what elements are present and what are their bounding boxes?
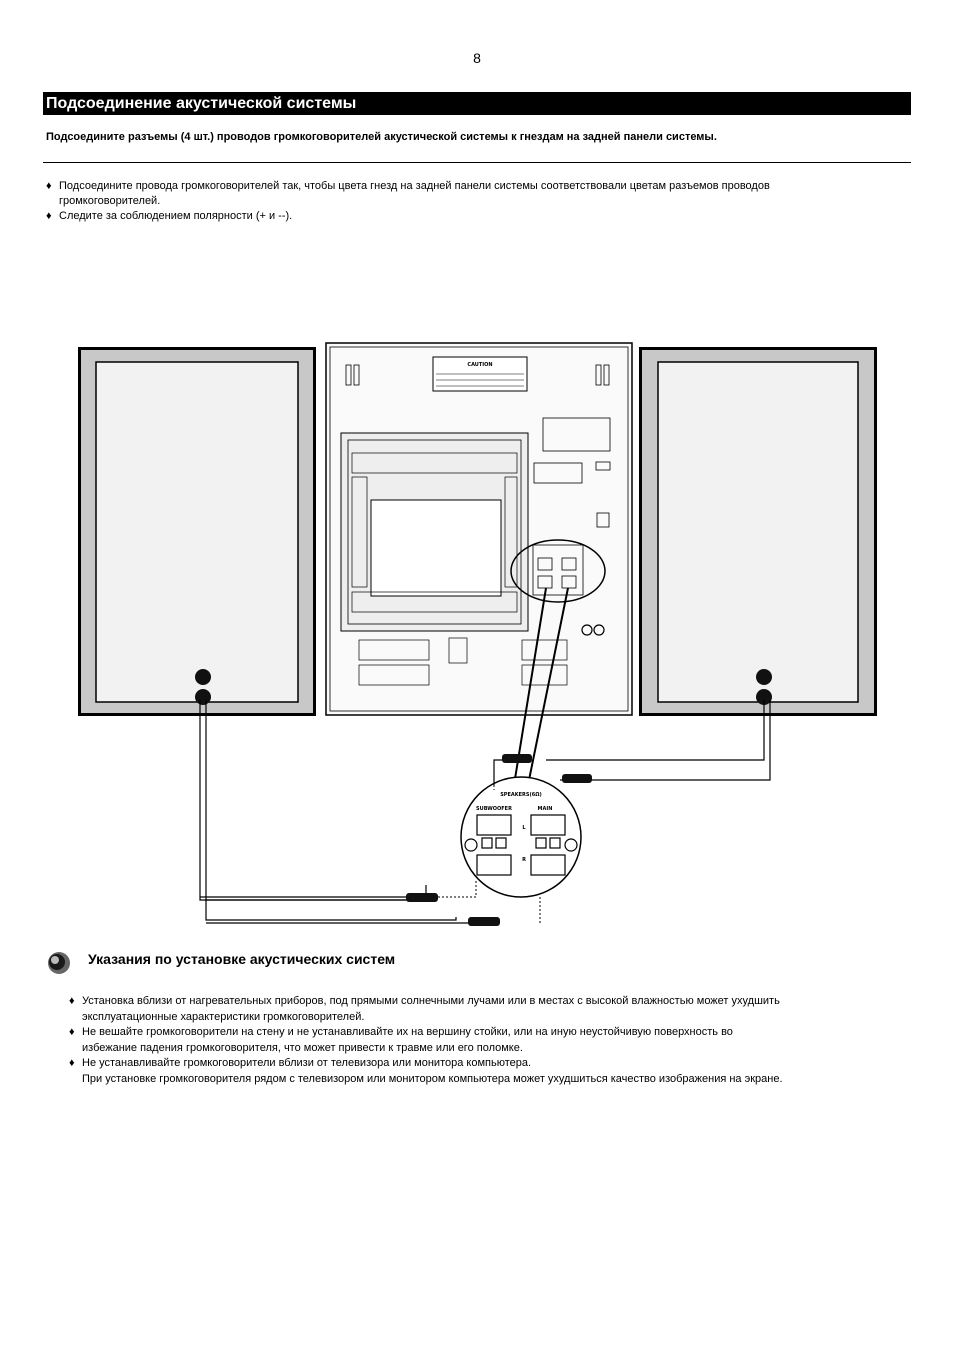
list-item: ♦ Установка вблизи от нагревательных при… [69, 994, 914, 1025]
list-item: ♦ Не устанавливайте громкоговорители вбл… [69, 1056, 914, 1087]
cable-links [513, 587, 569, 786]
intro-text: Подсоедините разъемы (4 шт.) проводов гр… [46, 131, 717, 143]
installation-list: ♦ Установка вблизи от нагревательных при… [69, 994, 914, 1087]
bullet-marker: ♦ [69, 1057, 75, 1069]
plug-connectors [406, 754, 592, 926]
item-line: Не вешайте громкоговорители на стену и н… [82, 1026, 733, 1038]
item-line: Установка вблизи от нагревательных прибо… [82, 995, 780, 1007]
item-line: избежание падения громкоговорителя, что … [82, 1041, 523, 1054]
bullet-item: ♦ Подсоедините провода громкоговорителей… [46, 179, 906, 209]
speaker-connection-diagram: CAUTION [78, 342, 877, 926]
section-title: Подсоединение акустической системы [46, 95, 357, 112]
item-line: Не устанавливайте громкоговорители вблиз… [82, 1057, 532, 1069]
caution-label: CAUTION [467, 362, 492, 368]
dashed-leads [438, 785, 541, 923]
bullet-line: Подсоедините провода громкоговорителей т… [59, 180, 770, 192]
left-speaker [78, 347, 316, 716]
channel-left-label: L [522, 825, 526, 831]
section-header-bar: Подсоединение акустической системы [43, 92, 911, 115]
subwoofer-label: SUBWOOFER [476, 806, 512, 812]
bullet-circle-icon [48, 952, 70, 974]
terminal-zoom: SPEAKERS(6Ω) SUBWOOFER MAIN L R [460, 776, 582, 898]
list-item: ♦ Не вешайте громкоговорители на стену и… [69, 1025, 914, 1056]
bullet-line: громкоговорителей. [59, 195, 161, 207]
main-label: MAIN [538, 806, 553, 812]
channel-right-label: R [522, 857, 526, 863]
bullet-item: ♦ Следите за соблюдением полярности (+ и… [46, 209, 906, 224]
divider [43, 162, 911, 163]
installation-heading: Указания по установке акустических систе… [88, 951, 396, 967]
bullet-marker: ♦ [46, 210, 52, 222]
bullet-line: Следите за соблюдением полярности (+ и -… [59, 210, 293, 222]
right-speaker [639, 347, 877, 716]
connection-bullets: ♦ Подсоедините провода громкоговорителей… [46, 179, 906, 224]
speakers-label: SPEAKERS(6Ω) [500, 792, 542, 798]
bullet-marker: ♦ [69, 1026, 75, 1038]
page-number: 8 [473, 50, 481, 66]
bullet-marker: ♦ [69, 995, 75, 1007]
item-line: эксплуатационные характеристики громкого… [82, 1010, 365, 1023]
main-unit-rear-panel: CAUTION [325, 342, 633, 716]
bullet-marker: ♦ [46, 180, 52, 192]
item-line: При установке громкоговорителя рядом с т… [82, 1072, 783, 1085]
